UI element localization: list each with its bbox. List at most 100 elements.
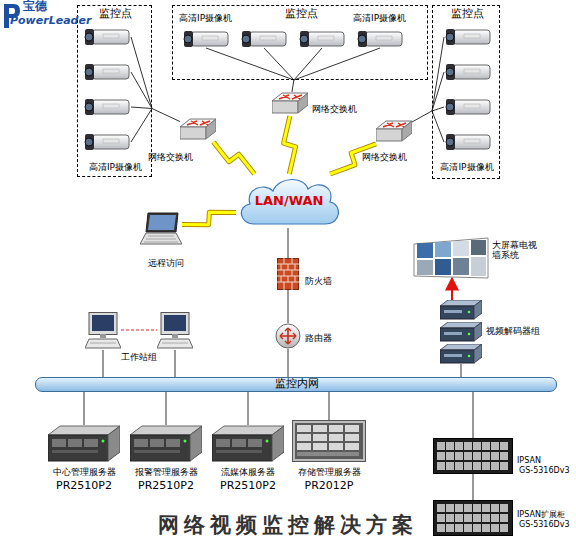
- ip-camera: [446, 99, 490, 115]
- server: 中心管理服务器PR2510P2: [48, 425, 120, 463]
- logo-text: 宝德: [23, 0, 47, 14]
- node-label: 高清IP摄像机: [353, 13, 423, 23]
- network-cable: [166, 392, 167, 425]
- network-cable: [103, 350, 175, 377]
- remote-laptop: 远程访问: [140, 212, 182, 246]
- node-label: 视频解码器组: [486, 326, 556, 336]
- ipsan: IPSANGS-5316Dv3: [433, 438, 513, 474]
- node-label: 大屏幕电视墙系统: [492, 240, 544, 261]
- wireless-link: [182, 212, 236, 224]
- camera-wires: [131, 37, 444, 142]
- wireless-link: [213, 142, 254, 174]
- node-label: PR2510P2: [200, 480, 296, 493]
- wireless-link: [284, 116, 296, 174]
- node-label: 网络交换机: [312, 104, 372, 114]
- monitor-group: 监控点高清IP摄像机: [77, 5, 152, 177]
- workstation-icon: [157, 313, 193, 349]
- node-label: IPSAN: [517, 456, 576, 465]
- node-label: PR2510P2: [36, 480, 132, 493]
- node-label: 防火墙: [305, 276, 345, 286]
- decoder-icon: [440, 300, 482, 319]
- ip-camera: [358, 31, 402, 47]
- network-switch: 网络交换机: [272, 92, 308, 116]
- server-icon: [48, 426, 120, 461]
- node-label: 监控内网: [36, 378, 558, 391]
- node-label: PR2012P: [280, 480, 378, 493]
- ip-camera: [85, 64, 129, 80]
- workstation-icon: [85, 313, 121, 349]
- firewall-icon: [277, 258, 299, 290]
- node-label: GS-5316Dv3: [519, 466, 576, 475]
- network-cable: [473, 392, 474, 438]
- video-wall-icon: [414, 238, 488, 278]
- node-label: 网络交换机: [148, 152, 218, 162]
- server: 报警管理服务器PR2510P2: [130, 425, 202, 463]
- network-cable: [473, 474, 474, 500]
- server-icon: [130, 426, 202, 461]
- ip-camera: [184, 31, 228, 47]
- monitor-group: 监控点 高清IP摄像机 高清IP摄像机: [172, 5, 428, 80]
- server: 流媒体服务器PR2510P2: [212, 425, 284, 463]
- router-icon: [276, 324, 300, 348]
- network-cable: [461, 364, 462, 377]
- ip-camera: [300, 31, 344, 47]
- node-label: 中心管理服务器: [36, 467, 132, 477]
- network-switch: 网络交换机: [180, 118, 216, 142]
- network-cable: [288, 290, 289, 323]
- node-label: 路由器: [305, 333, 345, 343]
- video-wall: 大屏幕电视墙系统: [414, 238, 488, 278]
- node-label: LAN/WAN: [236, 194, 342, 209]
- diagram-title: 网络视频监控解决方案: [0, 513, 576, 537]
- network-cable: [329, 392, 330, 420]
- node-label: GS-5316Dv3: [519, 520, 576, 529]
- node-label: IPSAN扩展柜: [517, 510, 576, 519]
- laptop-icon: [140, 213, 182, 244]
- monitor-group: 监控点高清IP摄像机: [432, 5, 500, 179]
- ipsan-icon: [434, 501, 513, 536]
- storage-server-icon: [293, 421, 366, 462]
- network-cable: [152, 109, 180, 122]
- network-cable: [412, 111, 432, 122]
- decoder-group: 视频解码器组: [440, 300, 482, 364]
- ip-camera: [85, 99, 129, 115]
- ipsan-icon: [434, 439, 513, 474]
- logo-text: PowerLeader: [10, 15, 91, 28]
- server-icon: [212, 426, 284, 461]
- network-cable: [288, 228, 289, 258]
- firewall: 防火墙: [277, 258, 299, 290]
- ipsan-expansion: IPSAN扩展柜GS-5316Dv3: [433, 500, 513, 536]
- ip-camera: [446, 134, 490, 150]
- node-label: 流媒体服务器: [200, 467, 296, 477]
- ip-camera: [85, 134, 129, 150]
- network-cable: [84, 392, 85, 425]
- ip-camera: [242, 31, 286, 47]
- network-cable: [288, 349, 289, 377]
- node-label: 网络交换机: [362, 152, 422, 162]
- network-cable: [248, 392, 249, 425]
- node-label: PR2510P2: [118, 480, 214, 493]
- network-bus: 监控内网: [35, 377, 557, 392]
- network-cable: [292, 80, 294, 92]
- node-label: 远程访问: [148, 258, 198, 268]
- storage-server: 存储管理服务器PR2012P: [292, 420, 366, 462]
- ip-camera: [446, 64, 490, 80]
- network-cloud: LAN/WAN: [236, 174, 342, 228]
- switch-icon: [180, 119, 216, 139]
- node-label: 工作站组: [121, 352, 171, 362]
- signal-arrow: [452, 278, 453, 300]
- ip-camera: [85, 29, 129, 45]
- node-label: 报警管理服务器: [118, 467, 214, 477]
- node-label: 高清IP摄像机: [179, 13, 249, 23]
- decoder-icon: [440, 344, 482, 363]
- switch-icon: [272, 93, 308, 113]
- switch-icon: [376, 121, 412, 141]
- node-label: 监控点: [261, 8, 341, 21]
- node-label: 存储管理服务器: [280, 467, 378, 477]
- node-label: 监控点: [433, 8, 501, 21]
- ip-camera: [446, 29, 490, 45]
- router: 路由器: [275, 323, 301, 349]
- node-label: 高清IP摄像机: [74, 162, 157, 172]
- network-switch: 网络交换机: [376, 120, 412, 144]
